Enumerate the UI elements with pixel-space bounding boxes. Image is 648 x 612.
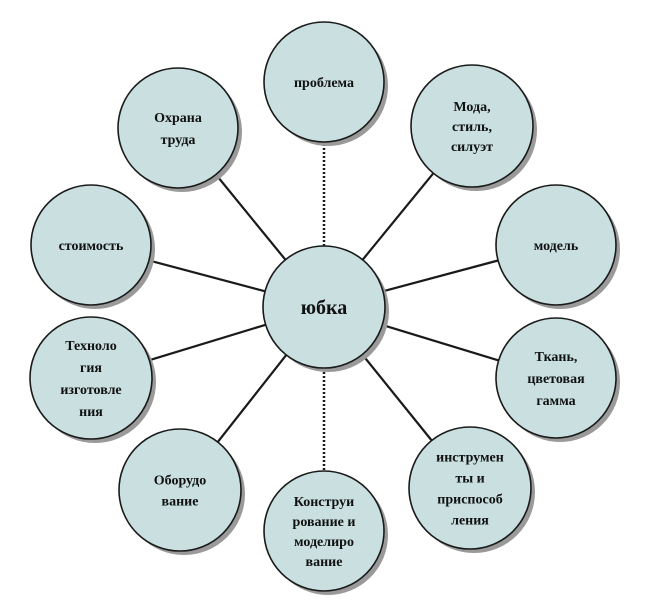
- node-label-center: юбка: [301, 297, 348, 319]
- node-label-instrumenty: ты и: [455, 471, 484, 486]
- node-moda: Мода, стиль, силуэт: [410, 64, 534, 188]
- connector-tkan: [381, 323, 499, 362]
- node-tekhnologiya: Техноло гия изготовле ния: [29, 316, 153, 440]
- node-label-moda: Мода,: [453, 100, 490, 115]
- node-label-instrumenty: приспособ: [437, 492, 502, 507]
- node-center: юбка: [262, 245, 386, 369]
- node-label-moda: стиль,: [452, 120, 492, 135]
- connector-stoimost: [148, 259, 266, 293]
- connector-tekhnologiya: [149, 323, 266, 362]
- node-circle-center: [262, 245, 386, 369]
- connector-model: [382, 259, 499, 293]
- node-label-tekhnologiya: гия: [80, 361, 102, 376]
- node-circle-moda: [410, 64, 534, 188]
- connector-okhrana: [215, 173, 287, 261]
- node-label-moda: силуэт: [451, 140, 493, 155]
- connectors: [148, 142, 499, 471]
- node-circle-konstruirovanie: [263, 470, 385, 592]
- node-label-tkan: гамма: [536, 394, 575, 409]
- node-circle-stoimost: [30, 184, 152, 306]
- node-label-konstruirovanie: моделиро: [294, 535, 354, 550]
- node-circle-problema: [263, 21, 385, 143]
- node-label-oborudovanie: вание: [162, 494, 199, 509]
- node-label-tekhnologiya: ния: [79, 405, 103, 420]
- node-label-problema: проблема: [294, 76, 354, 91]
- node-label-stoimost: стоимость: [59, 239, 124, 254]
- node-label-konstruirovanie: рование и: [293, 515, 356, 530]
- node-label-model: модель: [534, 239, 579, 254]
- node-instrumenty: инструмен ты и приспособ ления: [408, 426, 532, 550]
- node-label-konstruirovanie: Конструи: [294, 495, 354, 510]
- node-label-konstruirovanie: вание: [306, 555, 343, 570]
- node-label-instrumenty: инструмен: [436, 450, 504, 465]
- node-label-tekhnologiya: изготовле: [60, 383, 121, 398]
- node-circle-tkan: [495, 317, 617, 439]
- node-tkan: Ткань, цветовая гамма: [495, 317, 617, 439]
- node-problema: проблема: [263, 21, 385, 143]
- node-circle-okhrana: [117, 67, 239, 189]
- node-label-instrumenty: ления: [451, 513, 489, 528]
- node-model: модель: [495, 184, 617, 306]
- node-label-tkan: Ткань,: [535, 350, 578, 365]
- node-circle-model: [495, 184, 617, 306]
- node-label-okhrana: Охрана: [154, 111, 202, 126]
- connector-oborudovanie: [216, 354, 288, 443]
- node-circle-tekhnologiya: [29, 316, 153, 440]
- node-konstruirovanie: Конструи рование и моделиро вание: [263, 470, 385, 592]
- connector-instrumenty: [361, 353, 433, 442]
- node-circle-oborudovanie: [118, 428, 242, 552]
- node-label-okhrana: труда: [161, 133, 196, 148]
- connector-moda: [361, 172, 435, 261]
- node-stoimost: стоимость: [30, 184, 152, 306]
- node-oborudovanie: Оборудо вание: [118, 428, 242, 552]
- node-circle-instrumenty: [408, 426, 532, 550]
- node-label-tekhnologiya: Техноло: [65, 339, 116, 354]
- node-label-oborudovanie: Оборудо: [154, 473, 207, 488]
- node-label-tkan: цветовая: [527, 372, 585, 387]
- node-okhrana: Охрана труда: [117, 67, 239, 189]
